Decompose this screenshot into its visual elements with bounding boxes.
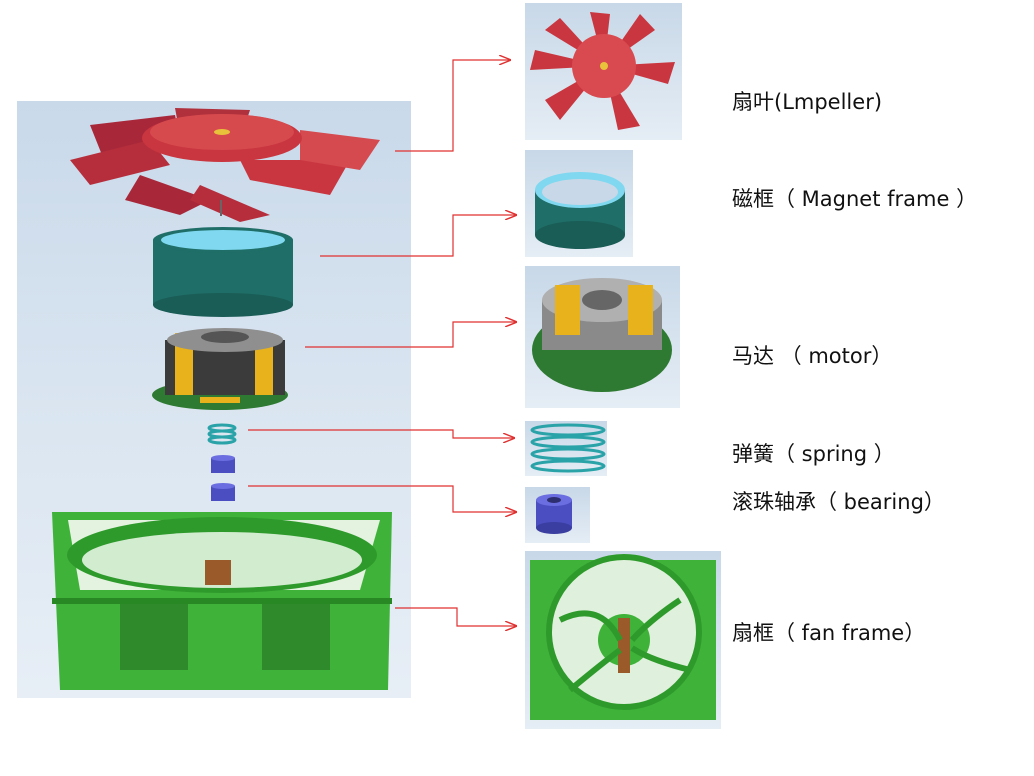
bearing-exploded-1 [211, 455, 235, 473]
magnet-frame-label: 磁框（ Magnet frame ） [732, 187, 978, 211]
bearing-leader [248, 485, 516, 512]
motor-exploded [152, 328, 288, 410]
leader-lines [248, 60, 516, 626]
bearing-label: 滚珠轴承（ bearing） [732, 490, 945, 514]
magnet-frame-thumbnail-art [535, 172, 625, 249]
spring-thumbnail-art [530, 423, 606, 473]
impeller-thumbnail-art [530, 12, 675, 130]
spring-exploded [207, 423, 237, 445]
impeller-label: 扇叶(Lmpeller) [732, 90, 883, 114]
fan-frame-thumbnail-art [530, 554, 716, 720]
motor-thumbnail-art [532, 278, 672, 392]
bearing-thumbnail-art [536, 494, 572, 534]
fan-frame-leader [395, 607, 516, 626]
motor-leader [305, 322, 516, 348]
motor-label: 马达 （ motor） [732, 344, 893, 368]
fan-frame-exploded [52, 512, 392, 690]
spring-leader [248, 429, 514, 438]
magnet-frame-leader [320, 215, 516, 257]
magnet-frame-exploded [153, 227, 293, 317]
spring-label: 弹簧（ spring ） [732, 442, 895, 466]
impeller-leader [395, 60, 510, 152]
impeller-exploded [70, 108, 380, 222]
fan-frame-label: 扇框（ fan frame） [732, 621, 926, 645]
bearing-exploded-2 [211, 483, 235, 501]
